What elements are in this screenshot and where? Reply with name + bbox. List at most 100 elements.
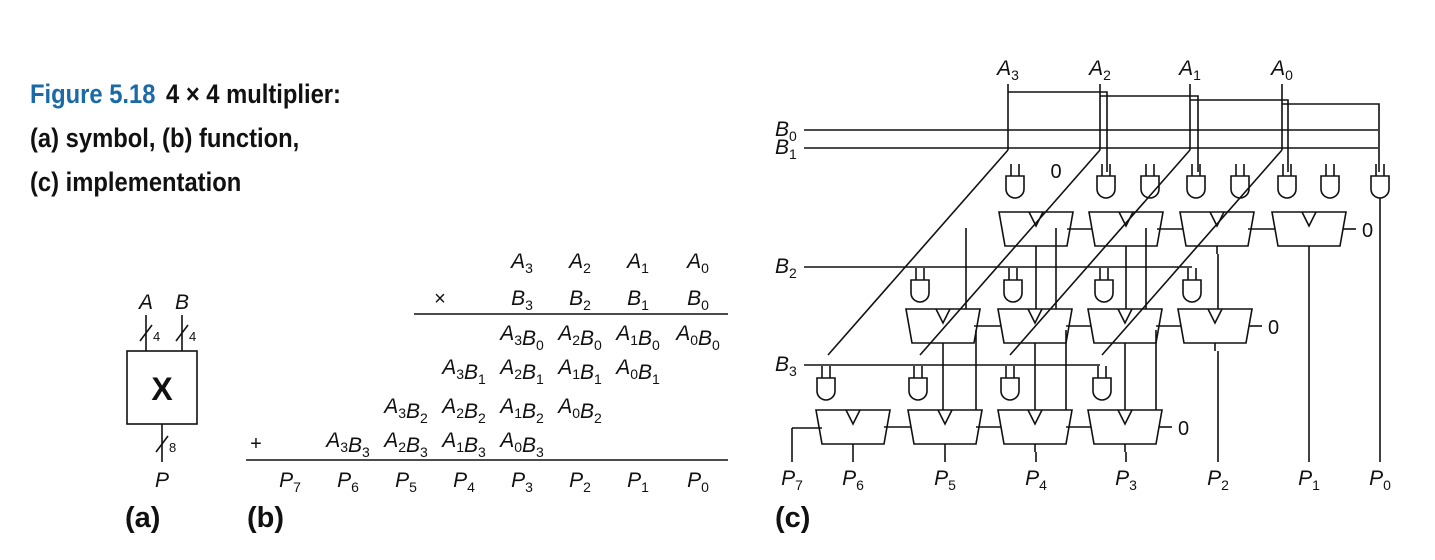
and-gate (1186, 175, 1206, 199)
function-term: B3 (511, 287, 533, 313)
adder-notch (1117, 308, 1133, 325)
and-gate (910, 279, 930, 303)
partial-product: A2B2 (440, 395, 486, 426)
adder (1087, 409, 1163, 445)
input-label-a: A3 (995, 57, 1019, 83)
product-bit: P1 (627, 469, 649, 495)
partial-product: A1B1 (556, 356, 602, 387)
product-bit: P7 (279, 469, 301, 495)
output-label-p: P5 (934, 467, 956, 493)
partial-product: A1B0 (614, 322, 660, 353)
multiply-sign: × (434, 288, 446, 310)
partial-product: A3B1 (440, 356, 486, 387)
output-label-p: P2 (1207, 467, 1229, 493)
and-gate (1005, 175, 1025, 199)
and-gate (1000, 377, 1020, 401)
and-gate (816, 377, 836, 401)
bus-a-slash (139, 324, 153, 342)
partial-product: A1B2 (498, 395, 544, 426)
input-label-b: B0 (775, 118, 797, 144)
function-term: B0 (687, 287, 709, 313)
figure-caption: Figure 5.18 4 × 4 multiplier: (a) symbol,… (30, 72, 341, 204)
output-label-p: P0 (1369, 467, 1391, 493)
partial-product: A2B1 (498, 356, 544, 387)
adder-notch (1027, 308, 1043, 325)
partial-product: A0B0 (674, 322, 720, 353)
and-gate (1003, 279, 1023, 303)
and-gate (1094, 279, 1114, 303)
product-bit: P0 (687, 469, 709, 495)
a-diagonal (919, 149, 1101, 356)
output-label-p: P6 (842, 467, 864, 493)
function-term: A3 (509, 250, 533, 276)
adder-notch (845, 409, 861, 426)
multiplier-box (126, 350, 198, 425)
multiplier-operator: X (151, 371, 173, 407)
input-label-a: A1 (1177, 57, 1201, 83)
partial-product: A2B3 (382, 429, 428, 460)
panel-label-b: (b) (247, 502, 284, 534)
product-bit: P5 (395, 469, 417, 495)
a-diagonal (1009, 149, 1191, 356)
product-bit: P4 (453, 469, 475, 495)
adder (1087, 308, 1163, 344)
bus-p-width: 8 (169, 440, 176, 455)
adder (905, 308, 981, 344)
function-term: A2 (567, 250, 591, 276)
input-label-b: B3 (775, 353, 797, 379)
constant-zero: 0 (1178, 418, 1189, 440)
a-feeder (1008, 91, 1108, 172)
adder (1271, 211, 1347, 247)
partial-product: A3B3 (324, 429, 370, 460)
a-feeder (1190, 99, 1289, 172)
constant-zero: 0 (1050, 161, 1061, 183)
caption-line-1: Figure 5.18 4 × 4 multiplier: (30, 72, 341, 116)
and-gate (1370, 175, 1390, 199)
function-term: A1 (625, 250, 649, 276)
multiplier-symbol: X A B 4 4 8 P (126, 291, 198, 492)
caption-line-2: (a) symbol, (b) function, (30, 123, 300, 153)
a-feeder (1282, 103, 1380, 172)
partial-product: A3B0 (498, 322, 544, 353)
and-gate (1230, 175, 1250, 199)
input-label-b: B1 (775, 136, 797, 162)
symbol-input-a: A (137, 291, 153, 314)
constant-zero: 0 (1362, 220, 1373, 242)
product-bit: P2 (569, 469, 591, 495)
and-gate (1140, 175, 1160, 199)
figure-label: Figure 5.18 (30, 79, 156, 109)
symbol-output-p: P (155, 469, 169, 492)
output-label-p: P7 (781, 467, 803, 493)
caption-line-3: (c) implementation (30, 167, 242, 197)
function-term: A0 (685, 250, 709, 276)
partial-product: A3B2 (382, 395, 428, 426)
caption-title: 4 × 4 multiplier: (166, 79, 341, 109)
adder-notch (1027, 409, 1043, 426)
output-label-p: P4 (1025, 467, 1047, 493)
input-label-b: B2 (775, 255, 797, 281)
product-bit: P6 (337, 469, 359, 495)
partial-product: A1B3 (440, 429, 486, 460)
bus-b-slash (175, 324, 189, 342)
panel-label-a: (a) (125, 502, 160, 534)
plus-sign: + (250, 433, 262, 455)
a-diagonal (827, 149, 1009, 356)
input-label-a: A2 (1087, 57, 1111, 83)
partial-product: A2B0 (556, 322, 602, 353)
constant-zero: 0 (1268, 317, 1279, 339)
partial-product: A0B1 (614, 356, 660, 387)
and-gate (1092, 377, 1112, 401)
bus-b-width: 4 (189, 329, 196, 344)
panel-label-c: (c) (775, 502, 810, 534)
adder (1179, 211, 1255, 247)
a-diagonal (1101, 149, 1283, 356)
adder-notch (1301, 211, 1317, 228)
adder (997, 409, 1073, 445)
output-label-p: P3 (1115, 467, 1137, 493)
a-feeder (1100, 95, 1199, 172)
function-term: B2 (569, 287, 591, 313)
partial-product: A0B3 (498, 429, 544, 460)
